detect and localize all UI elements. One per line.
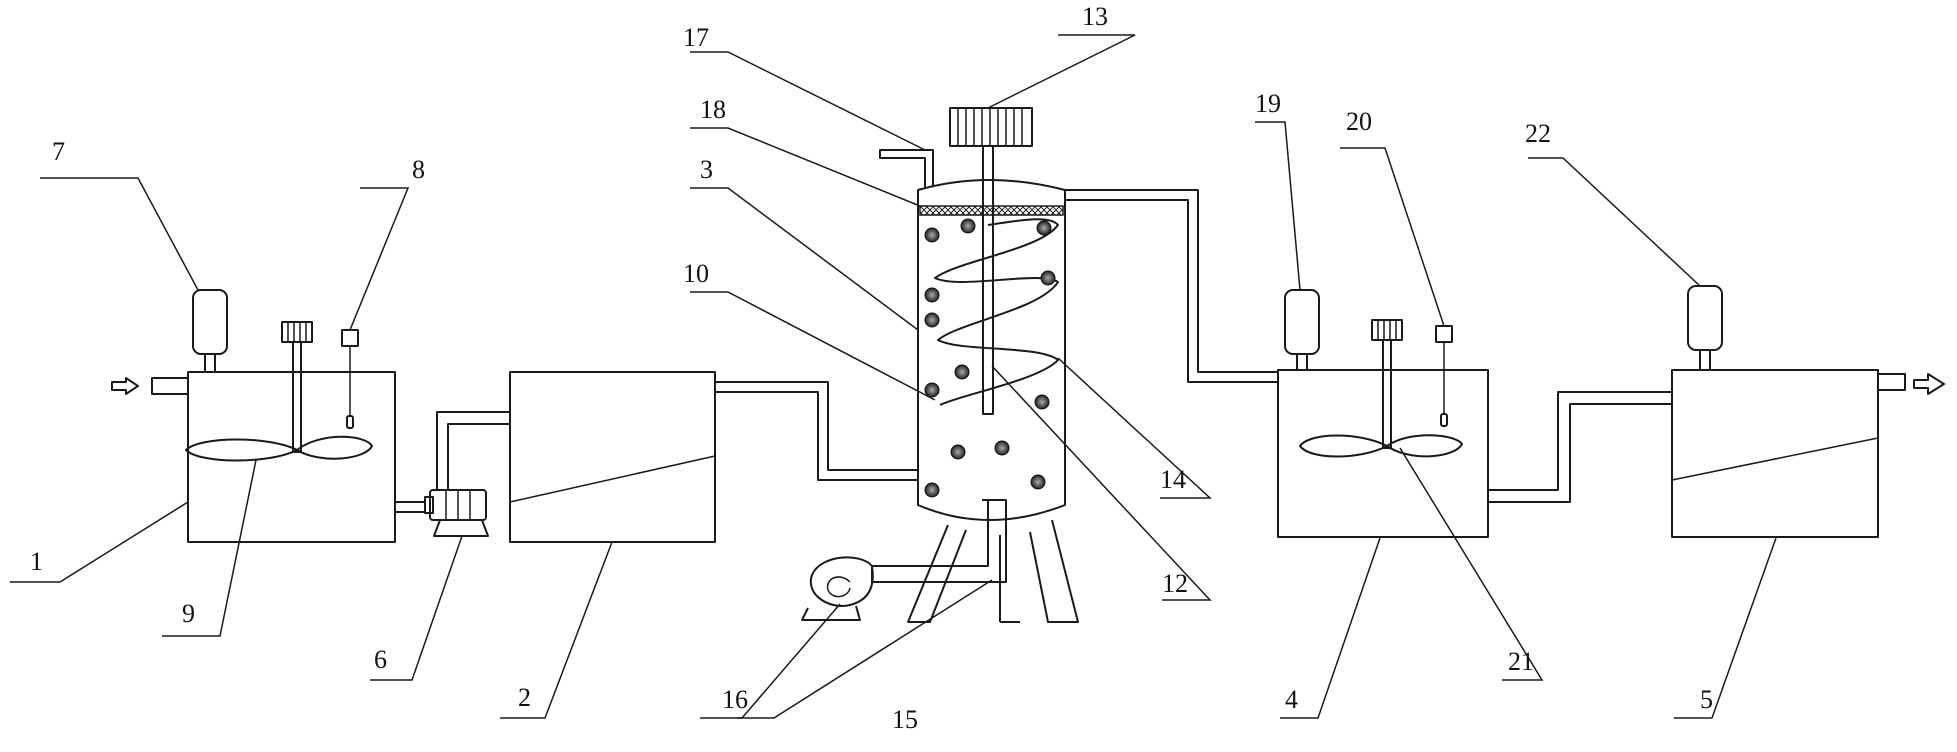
mixer-motor-tank-1: [282, 322, 312, 452]
label-14: 14: [1160, 465, 1186, 494]
label-2: 2: [518, 683, 531, 712]
pipe-tank1-pump: [395, 502, 425, 512]
pipe-reactor-tank4: [1065, 190, 1278, 382]
impeller-21: [1300, 435, 1462, 456]
pipe-tank4-tank5: [1488, 392, 1672, 502]
label-17: 17: [683, 23, 709, 52]
pipe-tank2-reactor: [715, 382, 918, 480]
labels: 7 8 1 9 6 2 17 18 3 10 13 14 12 16 15 19…: [30, 2, 1713, 734]
dosing-pump-19: [1285, 290, 1319, 370]
label-10: 10: [683, 259, 709, 288]
probe-8: [342, 330, 358, 428]
mixer-motor-tank-4: [1372, 320, 1402, 448]
tank-5: [1672, 370, 1944, 537]
label-8: 8: [412, 155, 425, 184]
beads-10: [925, 219, 1055, 497]
label-18: 18: [700, 95, 726, 124]
pump-6: [425, 490, 488, 536]
helical-blade-14: [935, 219, 1058, 405]
label-6: 6: [374, 645, 387, 674]
leader-lines: [10, 35, 1776, 718]
impeller-9: [186, 437, 372, 461]
label-21: 21: [1508, 647, 1534, 676]
label-19: 19: [1255, 89, 1281, 118]
pipe-pump-tank2: [437, 412, 510, 490]
vent-pipe-17: [880, 150, 933, 187]
label-7: 7: [52, 137, 65, 166]
probe-20: [1436, 326, 1452, 426]
label-4: 4: [1285, 685, 1298, 714]
label-9: 9: [182, 599, 195, 628]
dosing-pump-7: [193, 290, 227, 372]
label-13: 13: [1082, 2, 1108, 31]
label-1: 1: [30, 547, 43, 576]
tank-2: [510, 372, 715, 542]
label-5: 5: [1700, 685, 1713, 714]
label-22: 22: [1525, 119, 1551, 148]
dosing-pump-22: [1688, 286, 1722, 370]
label-20: 20: [1346, 107, 1372, 136]
label-3: 3: [700, 155, 713, 184]
label-15: 15: [892, 705, 918, 734]
label-16: 16: [722, 685, 748, 714]
label-12: 12: [1162, 569, 1188, 598]
blower-16: [802, 557, 873, 620]
